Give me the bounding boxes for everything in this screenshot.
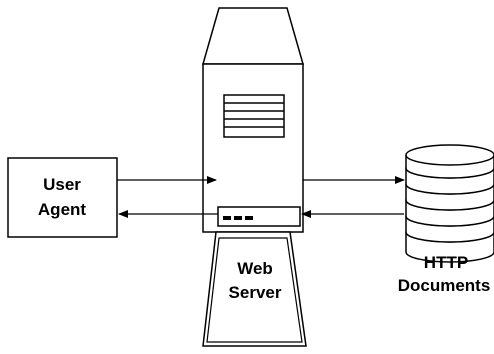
web-server-label-line2: Server bbox=[229, 283, 282, 302]
http-documents-node: HTTP Documents bbox=[398, 144, 494, 295]
server-vent-panel bbox=[223, 94, 285, 138]
server-base bbox=[202, 231, 307, 347]
user-agent-node: User Agent bbox=[7, 157, 118, 238]
server-drive-bay bbox=[217, 206, 301, 227]
server-base-inner bbox=[206, 237, 303, 343]
server-top bbox=[202, 7, 304, 65]
http-documents-label-line1: HTTP bbox=[424, 253, 468, 272]
web-server-node: Web Server bbox=[202, 7, 307, 347]
web-server-label-line1: Web bbox=[237, 259, 273, 278]
user-agent-label-line2: Agent bbox=[38, 200, 87, 219]
database-cylinder-icon bbox=[405, 144, 494, 263]
user-agent-label-line1: User bbox=[43, 175, 81, 194]
user-agent-box bbox=[7, 157, 118, 238]
server-body bbox=[202, 63, 304, 233]
http-documents-label-line2: Documents bbox=[398, 276, 491, 295]
